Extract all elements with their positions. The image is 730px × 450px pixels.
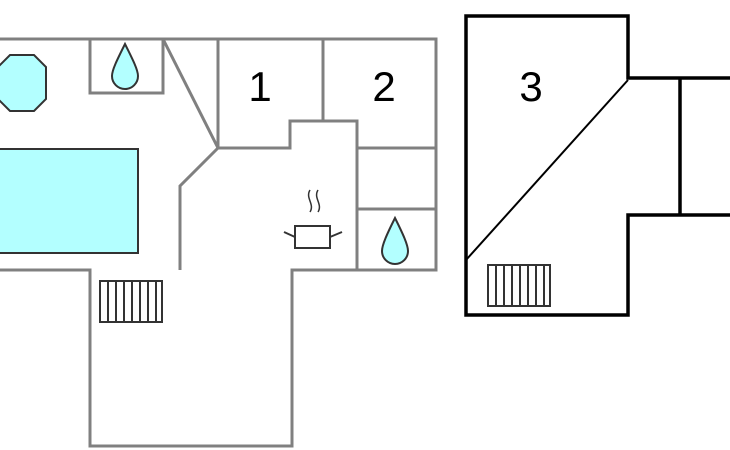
water-drop-icon xyxy=(380,215,410,265)
upper-floor: 3 xyxy=(464,14,730,317)
upper-floor-walls xyxy=(464,14,730,317)
pool-icon xyxy=(0,148,139,254)
ground-floor: 1 2 xyxy=(0,37,438,448)
hot-tub-icon xyxy=(0,54,47,112)
stairs-icon xyxy=(99,280,163,323)
kitchen-pot-icon xyxy=(283,189,343,249)
water-drop-icon xyxy=(110,41,140,90)
room-label-2: 2 xyxy=(372,63,395,110)
ground-floor-walls xyxy=(0,37,438,448)
stairs-icon xyxy=(487,264,551,307)
roof-slope-line xyxy=(465,79,629,261)
room-label-3: 3 xyxy=(519,63,542,110)
room-label-1: 1 xyxy=(248,63,271,110)
